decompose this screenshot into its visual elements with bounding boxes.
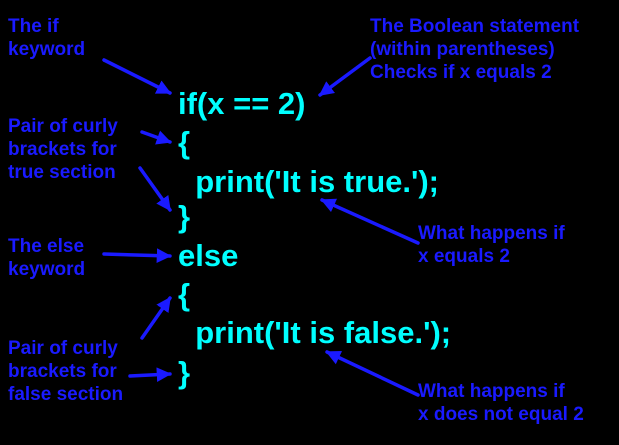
annotation-true-action: What happens if x equals 2 — [418, 222, 565, 268]
arrow-else-keyword — [102, 248, 172, 263]
annotation-line: x does not equal 2 — [418, 404, 584, 425]
annotation-line: What happens if — [418, 223, 565, 244]
arrow-true-close-brace — [138, 166, 172, 212]
arrow-true-open-brace — [140, 130, 172, 145]
annotation-line: The else — [8, 236, 85, 257]
arrow-false-action — [325, 350, 420, 397]
code-line-else: else — [178, 238, 239, 273]
annotation-line: brackets for — [8, 139, 117, 160]
annotation-line: keyword — [8, 259, 86, 280]
code-line-close-brace-true: } — [178, 199, 191, 234]
code-line-open-brace-true: { — [178, 125, 191, 160]
annotation-if-keyword: The if keyword — [8, 15, 85, 61]
annotation-line: brackets for — [8, 361, 117, 382]
code-line-print-false: print('It is false.'); — [178, 315, 452, 350]
arrow-boolean-statement — [318, 56, 372, 97]
annotation-line: The Boolean statement — [370, 16, 580, 37]
annotation-line: The if — [8, 16, 59, 37]
annotation-line: Pair of curly — [8, 116, 118, 137]
arrow-true-action — [320, 198, 420, 245]
code-line-open-brace-false: { — [178, 277, 191, 312]
code-line-close-brace-false: } — [178, 355, 191, 390]
arrow-false-close-brace — [128, 367, 172, 383]
annotation-false-action: What happens if x does not equal 2 — [418, 380, 584, 426]
code-line-if: if(x == 2) — [178, 86, 306, 121]
arrow-false-open-brace — [140, 296, 172, 340]
annotation-false-brackets: Pair of curly brackets for false section — [8, 337, 123, 406]
annotation-line: Pair of curly — [8, 338, 118, 359]
annotation-line: What happens if — [418, 381, 565, 402]
annotation-else-keyword: The else keyword — [8, 235, 85, 281]
annotation-true-brackets: Pair of curly brackets for true section — [8, 115, 118, 184]
annotation-line: false section — [8, 384, 124, 405]
annotation-line: true section — [8, 162, 116, 183]
annotation-line: (within parentheses) — [370, 39, 555, 60]
arrow-if-keyword — [102, 58, 172, 95]
annotation-line: x equals 2 — [418, 246, 510, 267]
annotation-line: Checks if x equals 2 — [370, 62, 552, 83]
annotation-line: keyword — [8, 39, 86, 60]
annotation-boolean-statement: The Boolean statement (within parenthese… — [370, 15, 579, 84]
code-line-print-true: print('It is true.'); — [178, 164, 440, 199]
